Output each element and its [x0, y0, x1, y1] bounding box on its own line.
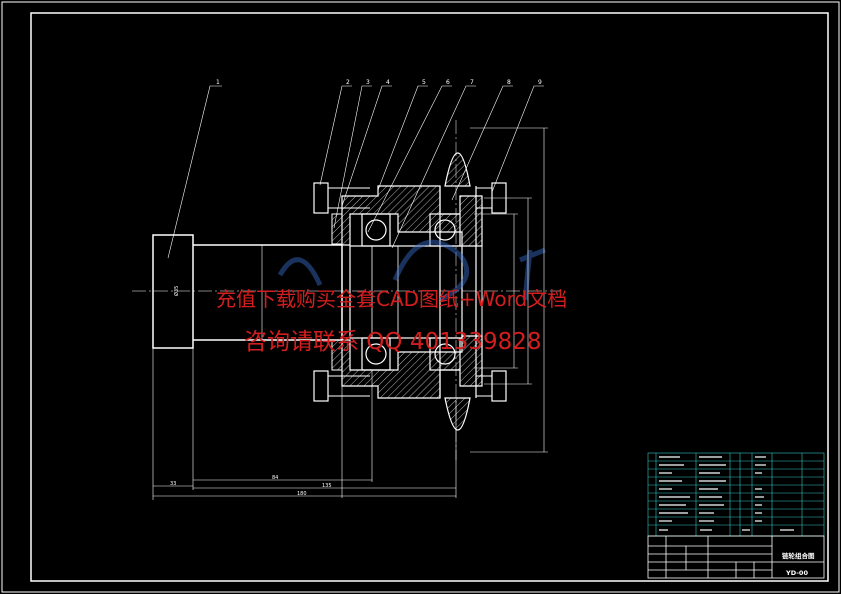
watermark-line-2: 咨询请联系 QQ 401339828 [244, 329, 542, 355]
balloon-leaders [167, 85, 544, 259]
drawing-number: YD-00 [785, 569, 808, 577]
bolt-lower-left [313, 370, 329, 402]
balloon-7: 7 [470, 79, 474, 86]
drawing-name: 链轮组合图 [781, 551, 815, 560]
balloon-2: 2 [346, 79, 350, 86]
parts-list-table [647, 452, 825, 537]
horizontal-dimensions [152, 340, 457, 500]
parts-list-text [659, 456, 794, 531]
bolt-lower-right [491, 370, 507, 402]
title-block-text: 链轮组合图 YD-00 [781, 551, 815, 577]
sprocket-tooth-lower [444, 397, 471, 431]
balloon-4: 4 [386, 79, 390, 86]
dim-135: 135 [322, 483, 332, 489]
logo-watermark [277, 239, 546, 303]
balloon-8: 8 [507, 79, 511, 86]
balloon-9: 9 [538, 79, 542, 86]
balloon-5: 5 [422, 79, 426, 86]
dim-180: 180 [297, 491, 307, 497]
bolt-upper-left [313, 182, 329, 214]
vertical-dimensions [470, 127, 548, 453]
title-block [647, 535, 825, 579]
dim-shaft-dia: Ø35 [173, 286, 180, 296]
watermark-line-1: 充值下载购买全套CAD图纸+Word文档 [216, 287, 568, 311]
balloon-3: 3 [366, 79, 370, 86]
dimension-labels: 33 84 135 180 Ø35 [170, 286, 332, 497]
dim-84: 84 [272, 475, 278, 481]
balloon-6: 6 [446, 79, 450, 86]
shaft-body [193, 244, 343, 341]
sprocket-tooth-upper [444, 152, 471, 187]
shaft-end-block [152, 234, 194, 349]
balloon-numbers: 1 2 3 4 5 6 7 8 9 [216, 79, 542, 86]
housing-upper [341, 185, 483, 247]
dim-33: 33 [170, 481, 176, 487]
inner-border [30, 12, 829, 582]
balloon-1: 1 [216, 79, 220, 86]
